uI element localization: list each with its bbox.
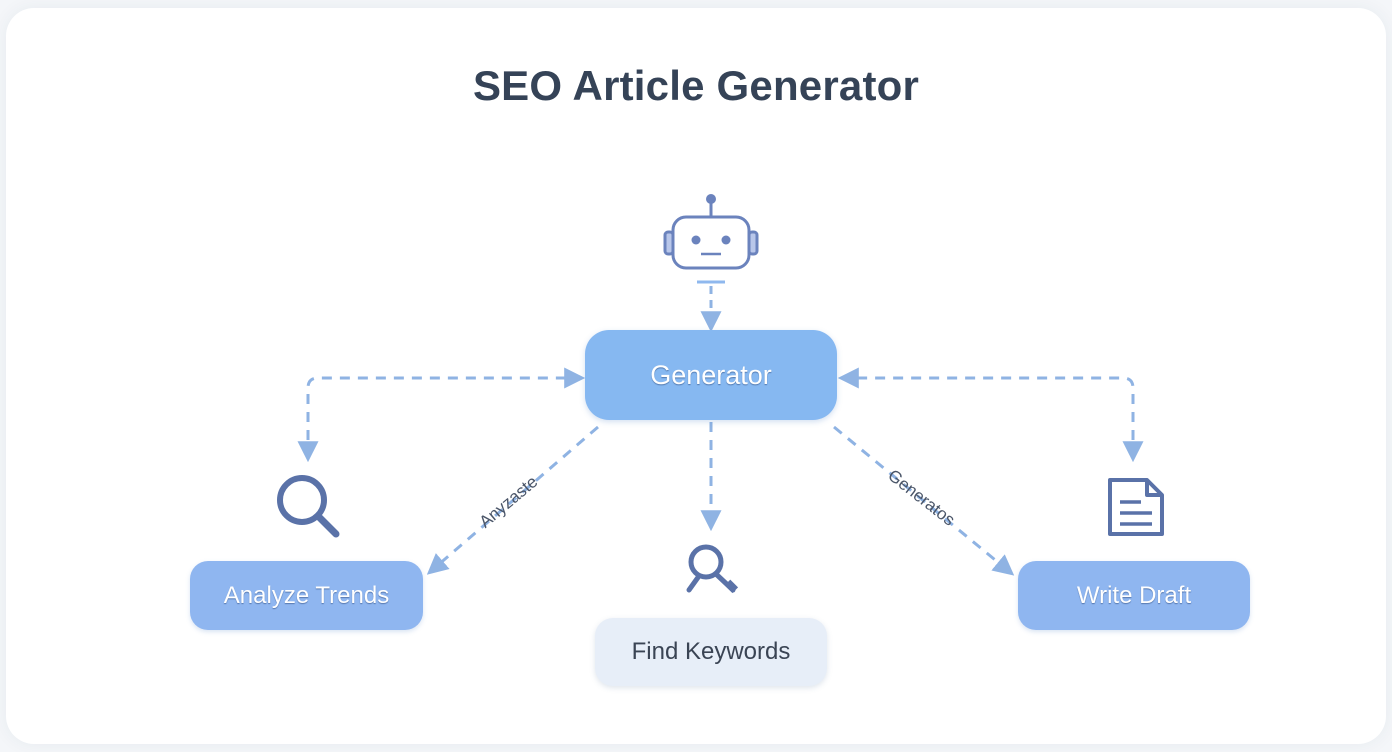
diagram-title: SEO Article Generator [472,62,920,109]
connector-write-generator [837,367,1144,463]
robot-icon [663,194,759,284]
edge-label-right: Generatos [884,466,958,530]
connector-generator-write-diagonal [833,425,1015,576]
document-icon [1108,478,1164,536]
node-generator[interactable]: Generator [585,330,837,420]
node-find-keywords[interactable]: Find Keywords [595,618,827,686]
connector-generator-analyze-diagonal [426,425,599,575]
node-analyze-trends[interactable]: Analyze Trends [190,561,423,630]
node-write-draft[interactable]: Write Draft [1018,561,1250,630]
key-search-icon [686,544,739,594]
edge-label-left: Anyzaste [476,472,542,532]
connector-analyze-generator [297,367,586,463]
magnifier-icon [277,475,340,538]
